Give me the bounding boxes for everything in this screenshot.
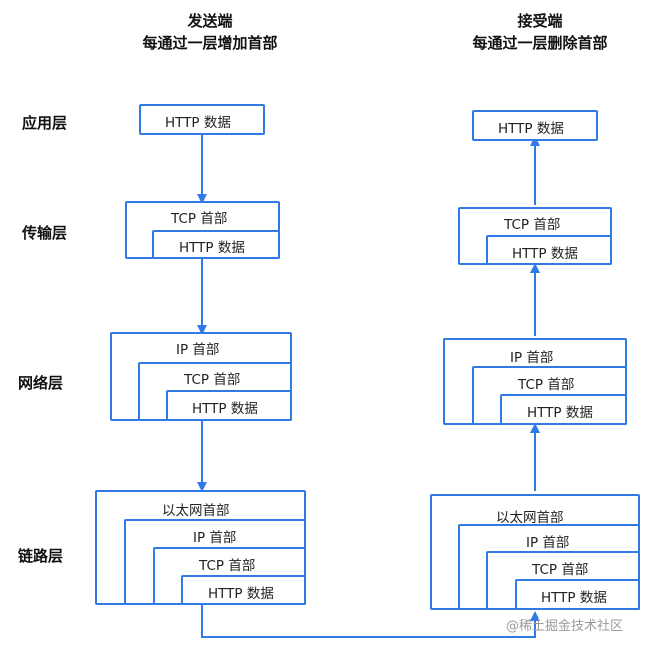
sender-network-http-box: HTTP 数据 bbox=[166, 390, 292, 421]
sender-network-tcp-label: TCP 首部 bbox=[184, 372, 241, 388]
receiver-subtitle: 每通过一层删除首部 bbox=[472, 34, 608, 52]
sender-network-ip-label: IP 首部 bbox=[176, 342, 220, 358]
sender-link-http-box: HTTP 数据 bbox=[181, 575, 306, 605]
receiver-link-tcp-label: TCP 首部 bbox=[532, 562, 589, 578]
layer-label-transport: 传输层 bbox=[22, 224, 68, 242]
receiver-transport-http-label: HTTP 数据 bbox=[512, 246, 578, 262]
sender-link-ip-label: IP 首部 bbox=[193, 530, 237, 546]
sender-app-http-label: HTTP 数据 bbox=[165, 115, 231, 131]
layer-label-application: 应用层 bbox=[22, 114, 68, 132]
sender-subtitle: 每通过一层增加首部 bbox=[142, 34, 278, 52]
receiver-network-tcp-label: TCP 首部 bbox=[518, 377, 575, 393]
sender-link-tcp-label: TCP 首部 bbox=[199, 558, 256, 574]
receiver-transport-tcp-label: TCP 首部 bbox=[504, 217, 561, 233]
sender-network-http-label: HTTP 数据 bbox=[192, 401, 258, 417]
watermark: @稀土掘金技术社区 bbox=[506, 619, 624, 634]
receiver-network-ip-label: IP 首部 bbox=[510, 350, 554, 366]
receiver-link-http-label: HTTP 数据 bbox=[541, 590, 607, 606]
layer-label-network: 网络层 bbox=[18, 374, 64, 392]
layer-label-link: 链路层 bbox=[18, 547, 64, 565]
sender-transport-tcp-label: TCP 首部 bbox=[171, 211, 228, 227]
sender-transport-http-label: HTTP 数据 bbox=[179, 240, 245, 256]
receiver-network-http-box: HTTP 数据 bbox=[500, 394, 627, 425]
sender-header: 发送端 每通过一层增加首部 bbox=[110, 10, 310, 54]
receiver-link-http-box: HTTP 数据 bbox=[515, 579, 640, 610]
sender-link-ethernet-label: 以太网首部 bbox=[162, 503, 230, 519]
receiver-app-http-label: HTTP 数据 bbox=[498, 121, 564, 137]
receiver-transport-http-box: HTTP 数据 bbox=[486, 235, 612, 265]
receiver-title: 接受端 bbox=[517, 12, 563, 30]
receiver-network-http-label: HTTP 数据 bbox=[527, 405, 593, 421]
sender-app-http-box: HTTP 数据 bbox=[139, 104, 265, 135]
receiver-link-ip-label: IP 首部 bbox=[526, 535, 570, 551]
sender-link-http-label: HTTP 数据 bbox=[208, 586, 274, 602]
sender-transport-http-box: HTTP 数据 bbox=[152, 230, 280, 259]
receiver-link-ethernet-label: 以太网首部 bbox=[496, 510, 564, 526]
sender-title: 发送端 bbox=[187, 12, 233, 30]
receiver-header: 接受端 每通过一层删除首部 bbox=[440, 10, 640, 54]
physical-link-line bbox=[201, 605, 540, 638]
receiver-app-http-box: HTTP 数据 bbox=[472, 110, 598, 141]
